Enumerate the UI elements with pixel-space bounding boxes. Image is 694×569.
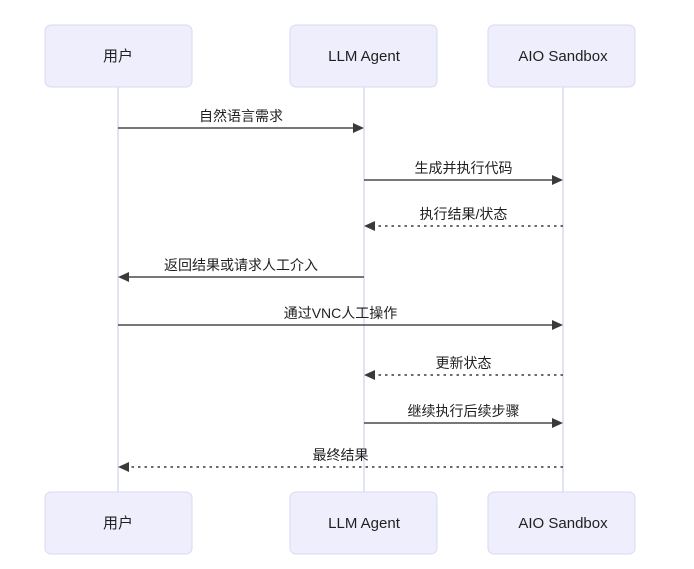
actor-aio_sandbox-top[interactable]: AIO Sandbox	[487, 24, 636, 88]
actor-box-rect	[44, 491, 193, 555]
message-1-user-to-llm_agent: 自然语言需求	[118, 108, 364, 133]
message-label-2: 生成并执行代码	[415, 160, 513, 176]
actor-label-llm_agent: LLM Agent	[328, 515, 401, 532]
actor-llm_agent-top[interactable]: LLM Agent	[289, 24, 438, 88]
actor-box-rect	[289, 491, 438, 555]
message-4-llm_agent-to-user: 返回结果或请求人工介入	[118, 257, 364, 282]
message-label-8: 最终结果	[313, 447, 369, 463]
arrowhead-right	[353, 123, 364, 133]
actor-box-rect	[44, 24, 193, 88]
actor-llm_agent-bottom[interactable]: LLM Agent	[289, 491, 438, 555]
message-label-3: 执行结果/状态	[420, 206, 508, 222]
lifelines-group	[117, 87, 564, 492]
messages-group: 自然语言需求生成并执行代码执行结果/状态返回结果或请求人工介入通过VNC人工操作…	[118, 108, 563, 472]
arrowhead-left	[364, 370, 375, 380]
message-3-aio_sandbox-to-llm_agent: 执行结果/状态	[364, 206, 563, 231]
arrowhead-right	[552, 320, 563, 330]
actor-boxes-top: 用户 LLM Agent AIO Sandbox	[44, 24, 636, 88]
message-label-5: 通过VNC人工操作	[284, 305, 398, 321]
actor-box-rect	[487, 24, 636, 88]
actor-label-llm_agent: LLM Agent	[328, 48, 401, 65]
message-label-7: 继续执行后续步骤	[408, 403, 520, 419]
message-6-aio_sandbox-to-llm_agent: 更新状态	[364, 355, 563, 380]
message-label-6: 更新状态	[436, 355, 492, 371]
actor-aio_sandbox-bottom[interactable]: AIO Sandbox	[487, 491, 636, 555]
actor-label-aio_sandbox: AIO Sandbox	[518, 515, 608, 532]
message-label-1: 自然语言需求	[199, 108, 283, 124]
message-8-aio_sandbox-to-user: 最终结果	[118, 447, 563, 472]
arrowhead-right	[552, 418, 563, 428]
actor-label-user: 用户	[103, 515, 133, 532]
arrowhead-left	[364, 221, 375, 231]
actor-box-rect	[289, 24, 438, 88]
message-5-user-to-aio_sandbox: 通过VNC人工操作	[118, 305, 563, 330]
arrowhead-left	[118, 462, 129, 472]
actor-user-top[interactable]: 用户	[44, 24, 193, 88]
arrowhead-right	[552, 175, 563, 185]
actor-box-rect	[487, 491, 636, 555]
message-7-llm_agent-to-aio_sandbox: 继续执行后续步骤	[364, 403, 563, 428]
actor-user-bottom[interactable]: 用户	[44, 491, 193, 555]
actor-boxes-bottom: 用户 LLM Agent AIO Sandbox	[44, 491, 636, 555]
actor-label-user: 用户	[103, 48, 133, 65]
message-2-llm_agent-to-aio_sandbox: 生成并执行代码	[364, 160, 563, 185]
actor-label-aio_sandbox: AIO Sandbox	[518, 48, 608, 65]
arrowhead-left	[118, 272, 129, 282]
message-label-4: 返回结果或请求人工介入	[164, 257, 318, 273]
